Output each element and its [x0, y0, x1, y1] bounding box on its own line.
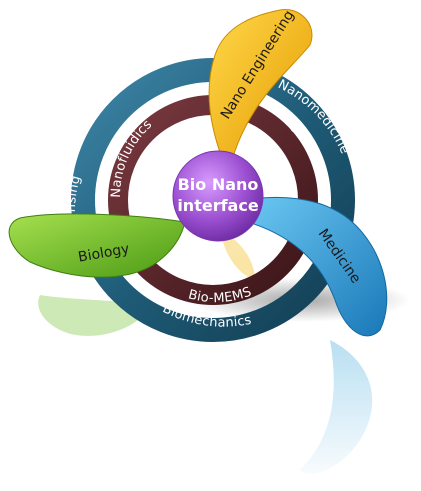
center-label-line2: interface — [177, 196, 259, 215]
center-hub — [172, 150, 264, 242]
blade-biology — [8, 213, 186, 278]
reflection-fade — [0, 330, 421, 491]
center-label-line1: Bio Nano — [178, 175, 259, 194]
blade-nano-engineering — [208, 8, 313, 161]
blade-medicine — [244, 196, 388, 337]
